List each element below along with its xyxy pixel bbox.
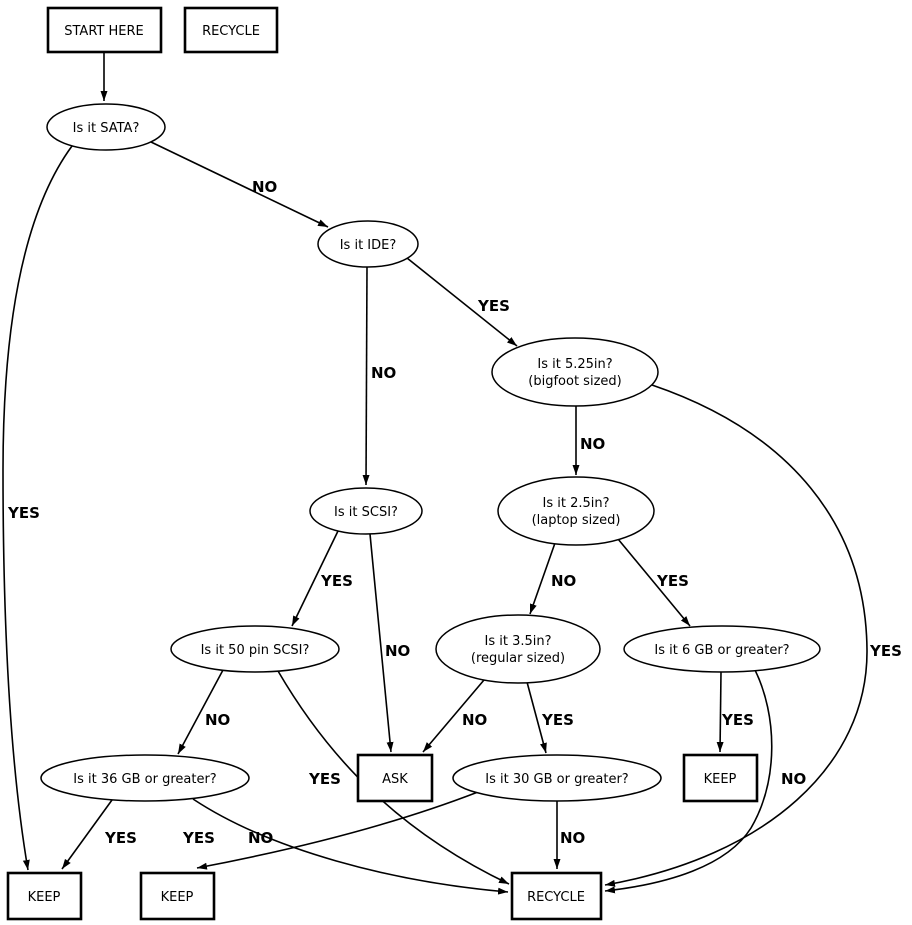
edge-label-ide-no: NO (371, 364, 396, 382)
start-box (46, 6, 163, 54)
edge-label-scsi50-yes: YES (308, 770, 341, 788)
gb36-ellipse (40, 754, 250, 802)
edge-label-gb6-yes: YES (721, 711, 754, 729)
edge-scsi50-to-gb36 (177, 669, 224, 755)
node-is-it-scsi: Is it SCSI? (309, 487, 423, 535)
keep-right-label: KEEP (704, 772, 737, 787)
scsi-label: Is it SCSI? (334, 505, 398, 520)
ask-label: ASK (382, 772, 408, 787)
edge-scsi-to-ask (369, 533, 394, 753)
recycle-bottom-label: RECYCLE (527, 890, 585, 905)
edge-label-gb36-no: NO (248, 829, 273, 847)
node-recycle-top: RECYCLE (183, 6, 279, 54)
gb6-ellipse (623, 625, 821, 673)
node-keep-left: KEEP (6, 871, 83, 921)
gb6-label: Is it 6 GB or greater? (654, 643, 789, 658)
regular-label-line1: Is it 3.5in? (484, 634, 551, 649)
edge-label-laptop-yes: YES (656, 572, 689, 590)
recycle-top-box (183, 6, 279, 54)
sata-ellipse (46, 103, 166, 151)
gb30-ellipse (452, 754, 662, 802)
edge-label-regular-yes: YES (541, 711, 574, 729)
edge-label-gb30-yes: YES (182, 829, 215, 847)
edge-label-ide-yes: YES (477, 297, 510, 315)
gb30-label: Is it 30 GB or greater? (485, 772, 628, 787)
edge-regular-to-gb30 (526, 681, 547, 754)
node-is-it-36gb: Is it 36 GB or greater? (40, 754, 250, 802)
edge-label-scsi-yes: YES (320, 572, 353, 590)
regular-ellipse (435, 614, 601, 684)
node-keep-right: KEEP (682, 753, 759, 803)
edge-laptop-to-gb6 (617, 538, 691, 627)
node-is-it-6gb: Is it 6 GB or greater? (623, 625, 821, 673)
keep-mid-box (139, 871, 216, 921)
edge-labels-layer: NO YES NO YES NO YES YES NO NO YES NO YE… (7, 178, 902, 847)
edge-label-bigfoot-no: NO (580, 435, 605, 453)
keep-right-box (682, 753, 759, 803)
keep-left-label: KEEP (28, 890, 61, 905)
edge-label-gb6-no: NO (781, 770, 806, 788)
ide-label: Is it IDE? (340, 238, 397, 253)
scsi50-label: Is it 50 pin SCSI? (201, 643, 310, 658)
laptop-label-line1: Is it 2.5in? (542, 496, 609, 511)
regular-label-line2: (regular sized) (471, 651, 565, 666)
node-start: START HERE (46, 6, 163, 54)
node-is-it-bigfoot: Is it 5.25in? (bigfoot sized) (491, 337, 659, 407)
edge-bigfoot-to-recycle (604, 384, 868, 887)
edge-gb6-to-recycle (604, 669, 773, 894)
edge-regular-to-ask (422, 679, 485, 753)
gb36-label: Is it 36 GB or greater? (73, 772, 216, 787)
edge-label-gb36-yes: YES (104, 829, 137, 847)
edge-label-laptop-no: NO (551, 572, 576, 590)
node-is-it-30gb: Is it 30 GB or greater? (452, 754, 662, 802)
nodes-layer: START HERE RECYCLE Is it SATA? Is it IDE… (6, 6, 821, 921)
edge-ide-to-scsi (362, 266, 370, 486)
node-is-it-laptop: Is it 2.5in? (laptop sized) (497, 476, 655, 546)
edge-label-scsi-no: NO (385, 642, 410, 660)
start-label: START HERE (64, 24, 143, 39)
bigfoot-ellipse (491, 337, 659, 407)
keep-left-box (6, 871, 83, 921)
node-ask: ASK (356, 753, 434, 803)
sata-label: Is it SATA? (73, 121, 140, 136)
ask-box (356, 753, 434, 803)
edge-label-bigfoot-yes: YES (869, 642, 902, 660)
edge-label-gb30-no: NO (560, 829, 585, 847)
edge-label-sata-yes: YES (7, 504, 40, 522)
node-recycle-bottom: RECYCLE (510, 871, 603, 921)
edge-gb30-to-keep-mid (196, 791, 479, 870)
edge-ide-to-bigfoot (406, 257, 518, 347)
node-is-it-sata: Is it SATA? (46, 103, 166, 151)
node-is-it-50pin-scsi: Is it 50 pin SCSI? (170, 625, 340, 673)
edge-scsi-to-scsi50 (291, 530, 339, 627)
node-keep-mid: KEEP (139, 871, 216, 921)
edge-laptop-to-regular (529, 542, 556, 615)
laptop-label-line2: (laptop sized) (532, 513, 621, 528)
edge-label-regular-no: NO (462, 711, 487, 729)
node-is-it-ide: Is it IDE? (317, 220, 419, 268)
ide-ellipse (317, 220, 419, 268)
edge-label-sata-no: NO (252, 178, 277, 196)
edge-gb36-to-keep-left (61, 799, 113, 870)
bigfoot-label-line1: Is it 5.25in? (537, 357, 612, 372)
laptop-ellipse (497, 476, 655, 546)
edge-label-scsi50-no: NO (205, 711, 230, 729)
edge-gb6-to-keep-right (716, 671, 724, 753)
edge-sata-to-ide (150, 141, 329, 228)
edge-gb36-to-recycle (192, 798, 509, 895)
keep-mid-label: KEEP (161, 890, 194, 905)
scsi-ellipse (309, 487, 423, 535)
recycle-bottom-box (510, 871, 603, 921)
recycle-top-label: RECYCLE (202, 24, 260, 39)
node-is-it-regular: Is it 3.5in? (regular sized) (435, 614, 601, 684)
bigfoot-label-line2: (bigfoot sized) (528, 374, 621, 389)
scsi50-ellipse (170, 625, 340, 673)
edge-sata-to-keep-left (2, 145, 73, 871)
